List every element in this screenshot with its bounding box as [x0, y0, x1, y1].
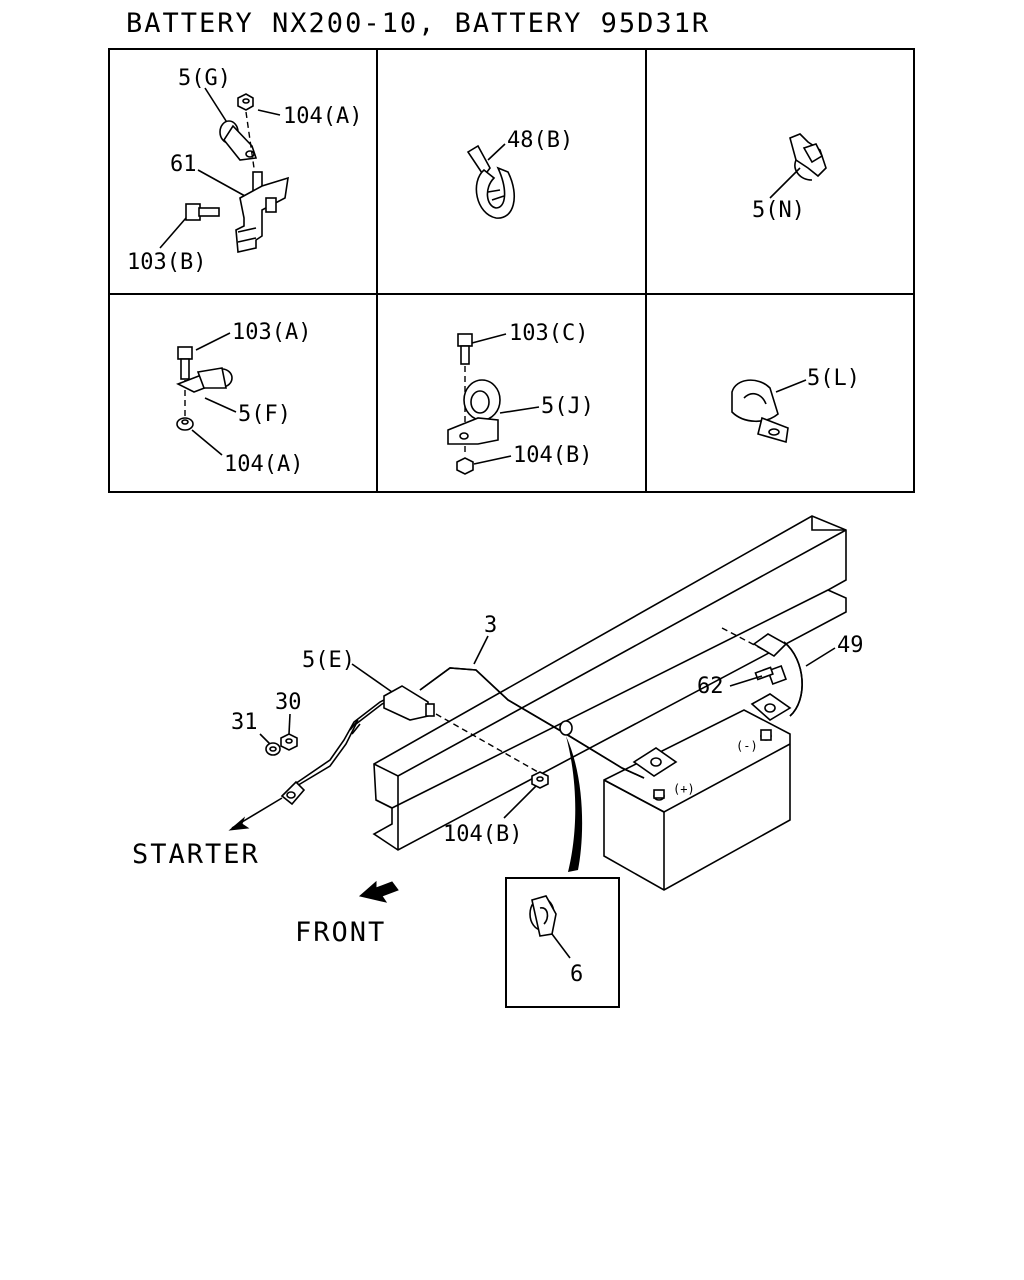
bolt-62	[754, 665, 787, 685]
label-104a-bottom: 104(A)	[224, 452, 303, 477]
grommet-6-icon	[529, 895, 557, 937]
label-103c: 103(C)	[509, 321, 588, 346]
cable-tie-48b-icon	[466, 144, 516, 219]
cell-5j-clip: 103(C) 5(J) 104(B)	[447, 321, 594, 475]
diagram-title: BATTERY NX200-10, BATTERY 95D31R	[126, 8, 710, 39]
cell-5f-clip: 103(A) 5(F) 104(A)	[176, 320, 311, 477]
cell-48b-tie: 48(B)	[466, 128, 573, 219]
cell-5n-clip: 5(N)	[752, 133, 827, 223]
label-103a: 103(A)	[232, 320, 311, 345]
label-5n: 5(N)	[752, 198, 805, 223]
washer-31	[265, 742, 281, 756]
label-104b-main: 104(B)	[443, 822, 522, 847]
label-5j: 5(J)	[541, 394, 594, 419]
label-49: 49	[837, 633, 864, 658]
label-62: 62	[697, 674, 724, 699]
bolt-103b-icon	[185, 203, 220, 221]
bolt-103c-icon	[457, 333, 473, 365]
clip-5n-icon	[789, 133, 827, 181]
terminal-negative: (-)	[736, 739, 758, 753]
detail-grid	[108, 48, 915, 493]
terminal-positive: (+)	[673, 782, 695, 796]
label-48b: 48(B)	[507, 128, 573, 153]
label-5l: 5(L)	[807, 366, 860, 391]
clip-5e-assembly	[383, 685, 539, 773]
label-61: 61	[170, 152, 197, 177]
clip-5j-icon	[447, 379, 501, 445]
battery: (+) (-)	[603, 709, 791, 891]
detail-box-6: 6	[505, 877, 620, 1008]
clip-5l-icon	[731, 379, 789, 444]
front-label: FRONT	[295, 917, 386, 948]
bolt-103a-icon	[177, 346, 193, 380]
label-5e: 5(E)	[302, 648, 355, 673]
ground-cable-49	[721, 627, 803, 721]
cell-5l-clip: 5(L)	[731, 366, 860, 444]
cell-5g-clip: 5(G) 104(A) 61 103(B)	[127, 66, 362, 275]
label-5f: 5(F)	[238, 402, 291, 427]
grommet-6-assembly	[559, 720, 583, 872]
label-31: 31	[231, 710, 258, 735]
nut-30	[280, 733, 298, 751]
frame-rail	[372, 515, 847, 851]
bracket-61-icon	[235, 171, 289, 253]
nut-104a-bottom-icon	[176, 417, 194, 431]
clip-5g-icon	[219, 120, 258, 161]
nut-104b-main	[531, 771, 549, 789]
label-3: 3	[484, 613, 497, 638]
label-30: 30	[275, 690, 302, 715]
positive-cable-3	[228, 667, 678, 831]
label-103b: 103(B)	[127, 250, 206, 275]
label-5g: 5(G)	[178, 66, 231, 91]
label-6: 6	[570, 962, 583, 987]
starter-label: STARTER	[132, 839, 260, 870]
clip-5f-icon	[176, 367, 233, 393]
nut-104b-grid-icon	[456, 457, 474, 475]
label-104b-grid: 104(B)	[513, 443, 592, 468]
label-104a-top: 104(A)	[283, 104, 362, 129]
nut-104a-icon	[237, 93, 254, 111]
front-arrow-icon	[358, 880, 399, 903]
